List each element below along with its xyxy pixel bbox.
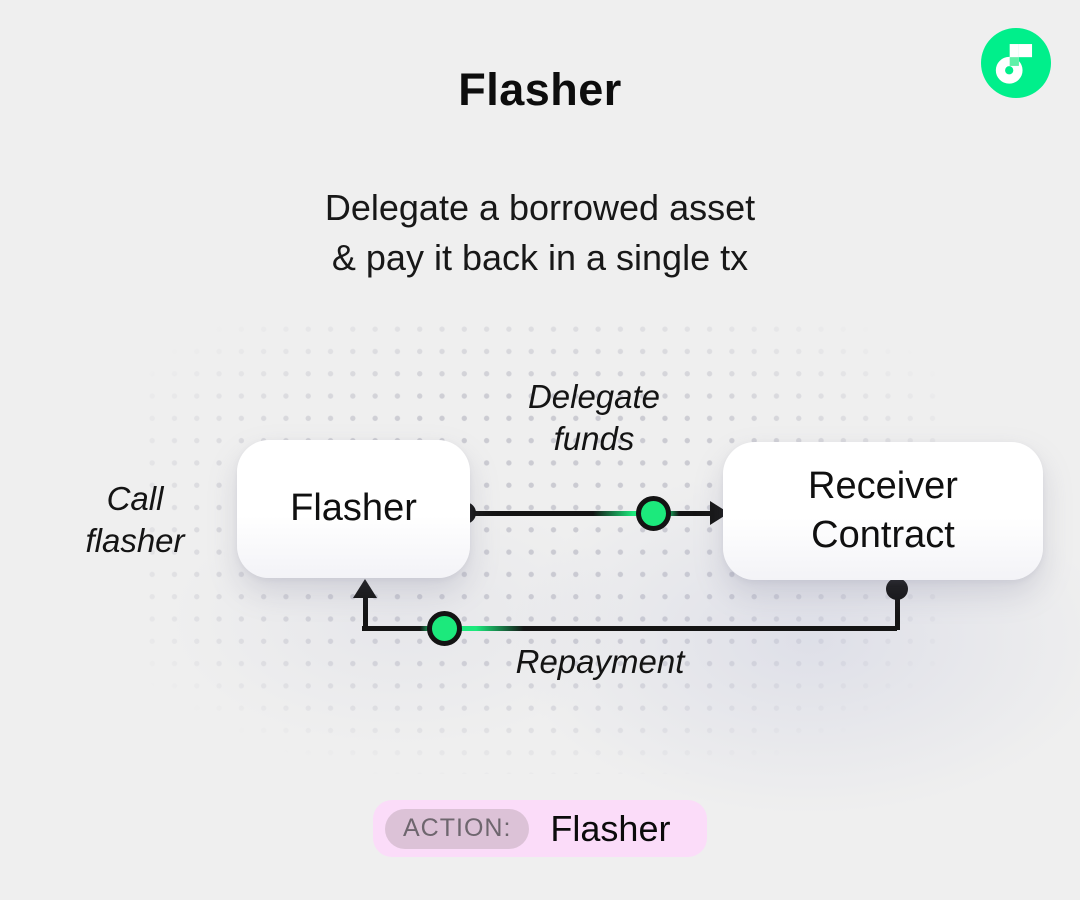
edge-delegate-line	[465, 510, 712, 516]
flasher-node: Flasher	[237, 440, 470, 578]
receiver-node-label: Receiver Contract	[808, 462, 958, 561]
flow-logo-icon	[981, 28, 1051, 98]
label-repayment: Repayment	[515, 643, 685, 680]
flasher-node-label: Flasher	[290, 487, 417, 530]
edge-repayment-down-line	[894, 588, 900, 630]
receiver-label-line-2: Contract	[811, 514, 955, 556]
edge-repayment-line	[362, 625, 897, 631]
page-title: Flasher	[458, 64, 622, 115]
subtitle-line-2: & pay it back in a single tx	[331, 236, 749, 278]
action-badge-value: Flasher	[550, 807, 671, 849]
action-badge: ACTION: Flasher	[373, 800, 707, 857]
delegate-label-line-1: Delegate	[527, 378, 661, 415]
green-token-delegate	[635, 495, 671, 531]
call-label-line-2: flasher	[85, 522, 185, 560]
receiver-label-line-1: Receiver	[808, 464, 958, 507]
connector-dot-receiver-out	[886, 578, 908, 600]
call-label-line-1: Call	[106, 480, 164, 517]
arrowhead-up-icon	[353, 579, 377, 598]
label-call-flasher: Call flasher	[30, 478, 240, 562]
subtitle-line-1: Delegate a borrowed asset	[324, 187, 756, 228]
action-badge-label: ACTION:	[385, 808, 530, 849]
page-subtitle: Delegate a borrowed asset & pay it back …	[0, 183, 1080, 282]
label-delegate-funds: Delegate funds	[444, 376, 744, 460]
green-token-repayment	[426, 610, 462, 646]
delegate-label-line-2: funds	[553, 420, 635, 458]
receiver-contract-node: Receiver Contract	[723, 442, 1043, 580]
edge-repayment-up-line	[362, 596, 368, 628]
